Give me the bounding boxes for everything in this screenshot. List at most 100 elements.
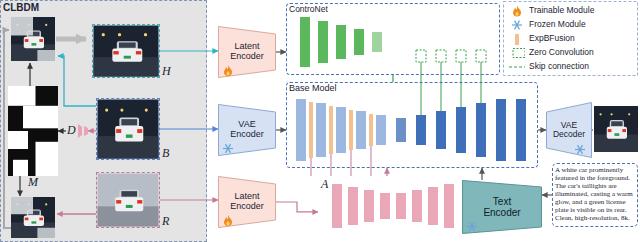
shape — [316, 103, 326, 157]
flow-arrow — [58, 56, 96, 106]
legend-icon — [509, 5, 525, 17]
snowflake-icon — [223, 144, 233, 153]
shape — [94, 26, 159, 77]
legend-icon — [509, 61, 525, 73]
line-path — [226, 221, 229, 225]
shape — [516, 99, 526, 161]
shape — [396, 193, 406, 219]
dot — [45, 203, 47, 205]
shape — [607, 127, 627, 139]
shape — [8, 131, 28, 149]
image-letter: H — [162, 65, 171, 78]
legend-sample — [508, 61, 526, 73]
flow-arrow — [56, 37, 86, 42]
shape — [137, 129, 142, 133]
connector-arrow — [160, 128, 218, 129]
shape — [126, 134, 133, 137]
dot — [628, 113, 630, 115]
shape — [318, 21, 328, 63]
legend-sample — [508, 47, 526, 59]
zero-conv-wire — [441, 62, 442, 111]
connector-arrow — [276, 129, 286, 130]
discriminator-bars — [78, 124, 88, 138]
line-path — [515, 12, 518, 16]
legend-sample — [508, 33, 526, 45]
shape — [13, 160, 28, 176]
block-label: Latent Encoder — [223, 192, 271, 212]
prompt-box: A white car prominently featured in the … — [552, 163, 638, 227]
line — [515, 21, 520, 30]
connector-arrow — [58, 130, 66, 131]
shape — [84, 126, 88, 136]
block-label: VAE Encoder — [223, 120, 271, 140]
legend-label: Zero Convolution — [529, 48, 594, 57]
network-frame: ControNet — [286, 3, 500, 75]
shape — [356, 111, 366, 149]
block-label: Text Encoder — [476, 196, 528, 218]
network-title: Base Model — [289, 84, 337, 94]
line — [578, 145, 583, 154]
shape — [136, 51, 141, 54]
flame-icon — [224, 65, 232, 76]
shape — [444, 184, 454, 228]
dot — [611, 113, 613, 115]
shape — [348, 187, 358, 225]
shape — [309, 102, 313, 158]
shape — [113, 51, 118, 54]
mask-image: M — [8, 86, 58, 176]
connector-arrow — [386, 168, 387, 176]
night-photo — [594, 106, 638, 152]
shape — [36, 142, 59, 176]
prompt-text: A white car prominently featured in the … — [555, 166, 635, 222]
image-letter: M — [28, 176, 38, 189]
flow-arrow — [57, 213, 96, 214]
snowflake-icon — [512, 21, 522, 30]
connector-arrow — [542, 194, 552, 195]
legend-row: Trainable Module — [508, 5, 594, 17]
shape — [300, 17, 310, 67]
shape — [416, 115, 426, 145]
shape — [25, 218, 29, 221]
shape — [614, 133, 619, 136]
shape — [137, 200, 142, 203]
shape — [476, 50, 486, 62]
legend-row: Skip connection — [508, 61, 589, 73]
dot — [105, 109, 108, 112]
shape — [376, 115, 386, 145]
panel-ground — [0, 0, 207, 242]
fusion-wire — [371, 146, 372, 176]
connector-arrow — [276, 202, 318, 212]
trapezoid — [547, 103, 592, 158]
shape — [24, 37, 44, 48]
legend-sample — [508, 5, 526, 17]
line — [226, 144, 231, 153]
image-frame: R — [96, 172, 160, 228]
reference-photo — [98, 174, 159, 227]
image-letter: B — [162, 147, 169, 160]
shape — [332, 184, 342, 228]
legend-sample — [508, 19, 526, 31]
legend-frame — [504, 2, 638, 76]
shape — [436, 111, 446, 149]
shape — [336, 107, 346, 153]
zero-conv-wire — [421, 62, 422, 115]
line — [578, 145, 583, 154]
trapezoid — [463, 181, 542, 234]
block-letter: D — [67, 124, 76, 137]
line-path — [226, 71, 229, 75]
legend-row: ExpBFusion — [508, 33, 575, 45]
connector-arrow — [276, 51, 286, 52]
skip-line-sample — [509, 67, 525, 68]
legend-icon — [509, 19, 525, 31]
image-letter: R — [162, 215, 169, 228]
composite-photo — [11, 17, 55, 61]
panel-title: CLBDM — [3, 2, 39, 13]
shape — [39, 218, 43, 221]
discriminator-block: D — [66, 122, 88, 140]
shape — [112, 48, 142, 61]
shape — [608, 129, 612, 132]
connector-arrow — [160, 199, 218, 200]
legend-label: Frozen Module — [529, 20, 586, 29]
shape — [31, 221, 36, 223]
legend-row: Zero Convolution — [508, 47, 594, 59]
